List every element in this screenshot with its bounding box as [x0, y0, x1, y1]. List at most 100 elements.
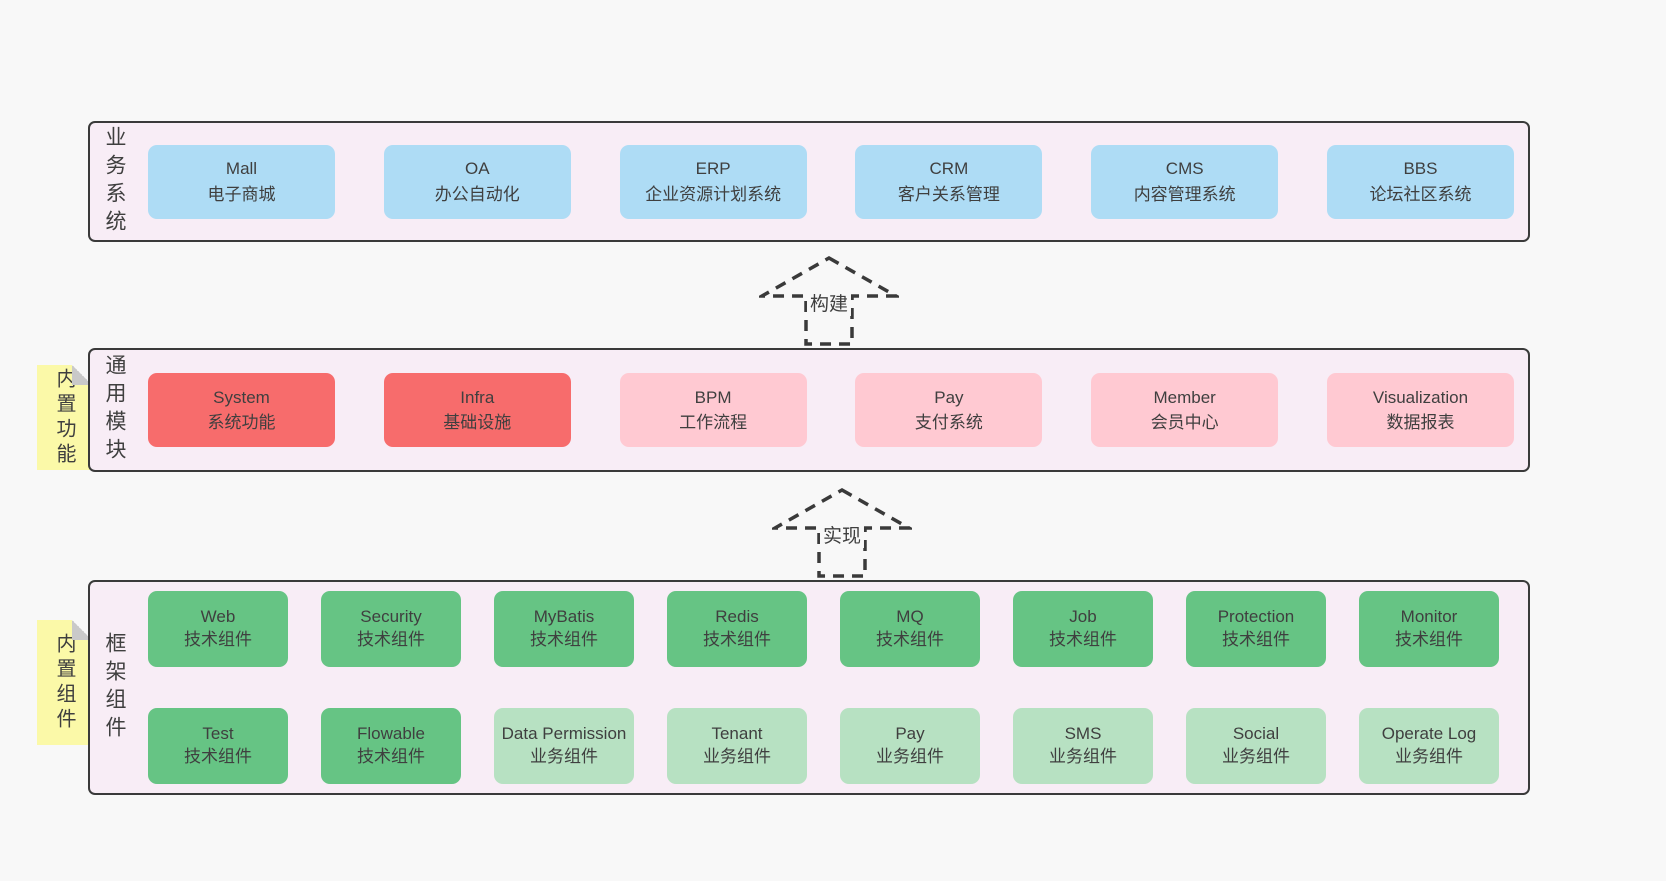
- box-member: Member 会员中心: [1091, 373, 1279, 447]
- box-subtitle: 业务组件: [1395, 747, 1463, 767]
- box-social: Social 业务组件: [1186, 708, 1326, 785]
- box-pay: Pay 支付系统: [855, 373, 1043, 447]
- sticky-note-built-in-components: 内置组件: [37, 620, 92, 745]
- box-mq: MQ 技术组件: [840, 590, 980, 667]
- business-systems-label: 业务系统: [103, 125, 126, 238]
- box-subtitle: 技术组件: [357, 629, 425, 649]
- box-name: OA: [465, 159, 490, 178]
- box-name: Infra: [460, 387, 495, 407]
- box-subtitle: 技术组件: [184, 629, 252, 649]
- box-subtitle: 业务组件: [530, 747, 598, 767]
- box-subtitle: 业务组件: [876, 747, 944, 767]
- business-systems-boxes: Mall 电子商城 OA 办公自动化 ERP 企业资源计划系统 CRM 客户关系…: [90, 144, 1528, 219]
- sticky-note-built-in-features: 内置功能: [37, 365, 92, 470]
- box-name: Security: [360, 606, 422, 626]
- box-protection: Protection 技术组件: [1186, 590, 1326, 667]
- box-name: Data Permission: [501, 724, 627, 744]
- box-name: ERP: [695, 159, 731, 178]
- box-subtitle: 技术组件: [530, 629, 598, 649]
- box-pay-component: Pay 业务组件: [840, 708, 980, 785]
- box-subtitle: 业务组件: [1222, 747, 1290, 767]
- box-erp: ERP 企业资源计划系统: [619, 144, 807, 219]
- box-name: Monitor: [1400, 606, 1458, 626]
- framework-row-2: Test 技术组件 Flowable 技术组件 Data Permission …: [90, 700, 1528, 794]
- box-name: Test: [202, 724, 234, 744]
- box-subtitle: 技术组件: [703, 629, 771, 649]
- box-oa: OA 办公自动化: [383, 144, 571, 219]
- box-subtitle: 客户关系管理: [897, 184, 1000, 204]
- panel-business-systems: 业务系统 Mall 电子商城 OA 办公自动化 ERP 企业资源计划系统 CRM…: [88, 121, 1530, 242]
- box-visualization: Visualization 数据报表: [1326, 373, 1514, 447]
- box-name: Web: [200, 606, 236, 626]
- framework-row-1: Web 技术组件 Security 技术组件 MyBatis 技术组件 Redi…: [90, 582, 1528, 676]
- build-arrow-label: 构建: [806, 289, 852, 316]
- box-crm: CRM 客户关系管理: [855, 144, 1043, 219]
- up-arrow-icon: [772, 487, 912, 578]
- box-web: Web 技术组件: [148, 590, 288, 667]
- box-job: Job 技术组件: [1013, 590, 1153, 667]
- box-name: SMS: [1064, 724, 1102, 744]
- box-name: Job: [1069, 606, 1097, 626]
- box-tenant: Tenant 业务组件: [667, 708, 807, 785]
- box-mall: Mall 电子商城: [148, 144, 335, 219]
- box-subtitle: 技术组件: [184, 747, 252, 767]
- box-name: CMS: [1165, 159, 1204, 178]
- box-security: Security 技术组件: [321, 590, 461, 667]
- box-name: Operate Log: [1381, 724, 1477, 744]
- panel-common-modules: 通用模块 System 系统功能 Infra 基础设施 BPM 工作流程 Pay…: [88, 348, 1530, 472]
- box-system: System 系统功能: [148, 373, 335, 447]
- box-flowable: Flowable 技术组件: [321, 708, 461, 785]
- box-subtitle: 技术组件: [876, 629, 944, 649]
- box-monitor: Monitor 技术组件: [1359, 590, 1499, 667]
- box-name: System: [213, 387, 270, 407]
- box-operate-log: Operate Log 业务组件: [1359, 708, 1499, 785]
- box-name: Visualization: [1372, 387, 1469, 407]
- box-name: Pay: [934, 387, 964, 407]
- box-subtitle: 企业资源计划系统: [645, 184, 782, 204]
- box-subtitle: 内容管理系统: [1133, 184, 1236, 204]
- box-subtitle: 技术组件: [357, 747, 425, 767]
- box-mybatis: MyBatis 技术组件: [494, 590, 634, 667]
- box-name: BPM: [694, 387, 732, 407]
- box-bpm: BPM 工作流程: [619, 373, 807, 447]
- box-name: MQ: [896, 606, 924, 626]
- up-arrow-icon: [759, 255, 899, 346]
- box-subtitle: 会员中心: [1150, 413, 1219, 432]
- box-subtitle: 系统功能: [207, 413, 276, 432]
- box-subtitle: 业务组件: [703, 747, 771, 767]
- panel-framework-components: 框架组件 Web 技术组件 Security 技术组件 MyBatis 技术组件…: [88, 580, 1530, 795]
- box-name: Mall: [225, 159, 258, 178]
- box-name: Pay: [895, 724, 925, 744]
- box-subtitle: 数据报表: [1386, 413, 1455, 432]
- sticky-note-text: 内置组件: [53, 632, 75, 733]
- box-name: BBS: [1403, 159, 1438, 178]
- box-sms: SMS 业务组件: [1013, 708, 1153, 785]
- box-name: Social: [1232, 724, 1280, 744]
- box-name: Tenant: [711, 724, 763, 744]
- box-test: Test 技术组件: [148, 708, 288, 785]
- common-modules-boxes: System 系统功能 Infra 基础设施 BPM 工作流程 Pay 支付系统…: [90, 373, 1528, 447]
- box-cms: CMS 内容管理系统: [1091, 144, 1279, 219]
- common-modules-label: 通用模块: [103, 354, 126, 466]
- box-subtitle: 论坛社区系统: [1369, 184, 1472, 204]
- box-bbs: BBS 论坛社区系统: [1326, 144, 1514, 219]
- framework-components-label: 框架组件: [103, 631, 126, 744]
- box-name: Flowable: [356, 724, 426, 744]
- box-subtitle: 支付系统: [914, 413, 983, 432]
- box-subtitle: 办公自动化: [434, 184, 520, 204]
- box-subtitle: 工作流程: [679, 413, 748, 432]
- box-name: CRM: [929, 159, 969, 178]
- box-subtitle: 技术组件: [1049, 629, 1117, 649]
- box-infra: Infra 基础设施: [383, 373, 571, 447]
- box-name: MyBatis: [533, 606, 595, 626]
- box-name: Protection: [1217, 606, 1295, 626]
- build-arrow: 构建: [759, 255, 899, 347]
- sticky-note-text: 内置功能: [53, 367, 75, 468]
- box-subtitle: 技术组件: [1222, 629, 1290, 649]
- box-redis: Redis 技术组件: [667, 590, 807, 667]
- box-name: Redis: [715, 606, 759, 626]
- box-subtitle: 技术组件: [1395, 629, 1463, 649]
- box-data-permission: Data Permission 业务组件: [494, 708, 634, 785]
- box-subtitle: 基础设施: [443, 413, 512, 432]
